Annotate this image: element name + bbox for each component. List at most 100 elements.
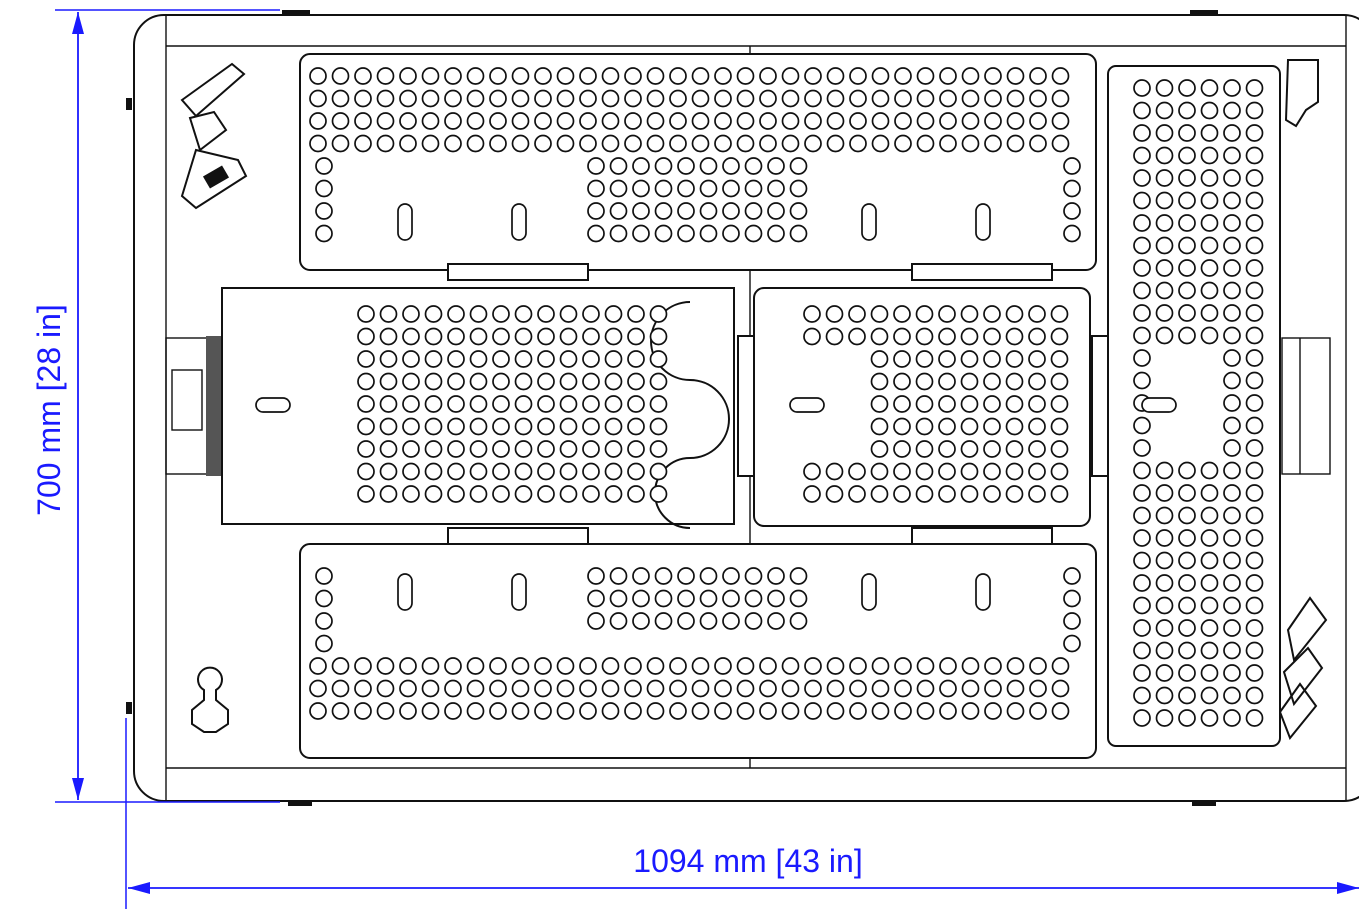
- hole: [1005, 395, 1024, 413]
- hole: [893, 327, 911, 346]
- hole: [309, 89, 327, 108]
- hole: [1005, 485, 1024, 503]
- hole: [556, 89, 575, 108]
- hole: [938, 372, 956, 391]
- hole: [627, 305, 645, 323]
- hole: [1245, 326, 1264, 345]
- hole: [894, 89, 912, 108]
- hole: [870, 327, 889, 346]
- hole: [1245, 236, 1264, 255]
- hole: [1200, 326, 1219, 345]
- hole: [983, 485, 1001, 503]
- hole: [767, 567, 785, 585]
- hole: [1133, 506, 1151, 525]
- hole: [1050, 440, 1069, 458]
- hole: [1245, 191, 1264, 210]
- hole: [579, 657, 597, 675]
- hole: [1245, 169, 1264, 187]
- hole: [669, 134, 687, 153]
- hole: [789, 202, 808, 220]
- hole: [1050, 395, 1069, 413]
- hole: [379, 305, 398, 323]
- hole: [1063, 224, 1081, 243]
- hole: [894, 112, 912, 130]
- hole: [870, 417, 889, 436]
- bottom-plate: [299, 543, 1097, 759]
- hole: [582, 462, 600, 481]
- hole: [1006, 134, 1025, 153]
- hole: [1155, 664, 1174, 682]
- hole: [1223, 349, 1241, 367]
- hole: [582, 350, 600, 368]
- hole: [492, 350, 510, 368]
- hole: [1223, 371, 1241, 390]
- hole: [1028, 350, 1046, 368]
- hole: [1155, 191, 1174, 210]
- hole: [444, 67, 462, 85]
- hole: [331, 657, 350, 675]
- hole: [825, 305, 844, 323]
- hole: [960, 350, 979, 368]
- hole: [1245, 619, 1264, 637]
- hole: [556, 702, 575, 720]
- hole: [714, 657, 732, 675]
- hole: [1245, 686, 1264, 705]
- hole: [1178, 259, 1196, 277]
- hole: [916, 112, 935, 130]
- hole: [649, 485, 668, 503]
- hole: [870, 462, 889, 481]
- hole: [781, 134, 800, 153]
- hole: [826, 134, 845, 153]
- hole: [447, 462, 465, 481]
- hole: [1155, 709, 1174, 727]
- hole: [399, 702, 417, 720]
- hole: [1245, 461, 1264, 480]
- hole: [309, 67, 327, 85]
- hole: [444, 112, 462, 130]
- right-plate: [1107, 65, 1281, 747]
- hole: [646, 657, 665, 675]
- hole: [1155, 79, 1174, 97]
- hole: [579, 89, 597, 108]
- slot: [1141, 397, 1177, 413]
- hole: [893, 417, 911, 436]
- hole: [983, 372, 1001, 391]
- hole: [1245, 664, 1264, 682]
- hole: [1200, 506, 1219, 525]
- hole: [1245, 146, 1264, 165]
- hole: [983, 305, 1001, 323]
- hole: [894, 702, 912, 720]
- hole: [1223, 416, 1241, 435]
- hole: [939, 112, 957, 130]
- hole: [1063, 567, 1081, 585]
- hole: [424, 417, 443, 436]
- hole: [315, 224, 333, 243]
- hole: [961, 134, 980, 153]
- hole: [961, 702, 980, 720]
- hole: [1028, 327, 1046, 346]
- hole: [1133, 416, 1151, 435]
- hole: [1245, 371, 1264, 390]
- hole: [357, 327, 375, 346]
- hole: [1245, 101, 1264, 120]
- hole: [1133, 101, 1151, 120]
- hole: [1133, 619, 1151, 637]
- hole: [1245, 259, 1264, 277]
- hole: [1178, 101, 1196, 120]
- hole: [699, 157, 718, 175]
- hole: [983, 440, 1001, 458]
- hole: [379, 485, 398, 503]
- hole: [1223, 124, 1241, 142]
- hole: [511, 67, 530, 85]
- hole: [1178, 664, 1196, 682]
- hole: [357, 395, 375, 413]
- hole: [848, 305, 866, 323]
- tool-bracket: [180, 62, 248, 210]
- hole: [1050, 327, 1069, 346]
- hole: [759, 702, 777, 720]
- hole: [646, 67, 665, 85]
- hole: [669, 657, 687, 675]
- width-dimension: 1094 mm [43 in]: [125, 718, 1359, 909]
- hole: [1006, 657, 1025, 675]
- hole: [601, 89, 620, 108]
